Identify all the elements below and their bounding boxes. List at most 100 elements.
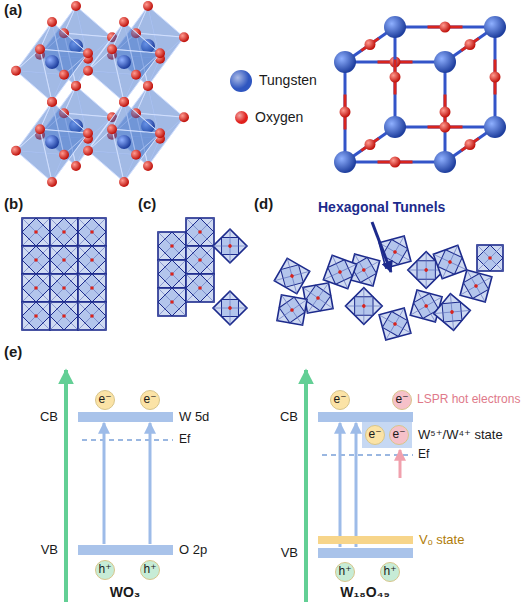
octahedron-cell <box>22 218 50 246</box>
charge-symbol: e⁻ <box>143 393 156 406</box>
oxygen-atom <box>71 81 81 91</box>
octahedron-cell <box>186 246 214 274</box>
octahedra-grid <box>22 218 106 330</box>
oxygen-atom <box>11 66 21 76</box>
tungsten-atom <box>45 135 59 149</box>
octahedron-face <box>64 6 112 37</box>
oxygen-atom <box>83 66 93 76</box>
oxygen-atom <box>107 44 117 54</box>
octahedron-face <box>112 102 160 133</box>
tungsten-atom <box>484 116 506 138</box>
lattice-bond <box>361 38 379 50</box>
octahedron-cell <box>433 245 466 278</box>
oxygen-atom <box>155 48 165 58</box>
oxygen-atom <box>119 177 129 187</box>
octahedra-model <box>11 1 189 187</box>
charge-symbol: e⁻ <box>395 393 408 406</box>
panel-label: (c) <box>138 196 156 213</box>
energy-axis <box>304 370 308 602</box>
excitation-arrow <box>339 423 342 547</box>
legend-swatch <box>235 111 248 124</box>
tungsten-atom <box>45 55 59 69</box>
charge-symbol: h⁺ <box>383 565 396 578</box>
tungsten-atom <box>434 151 456 173</box>
tungsten-atom <box>384 16 406 38</box>
charge-symbol: h⁺ <box>338 565 351 578</box>
charge-symbol: e⁻ <box>392 428 405 441</box>
tungsten-atom <box>117 135 131 149</box>
lattice-bond <box>461 38 479 50</box>
band-label: W⁵⁺/W⁴⁺ state <box>418 428 503 442</box>
oxygen-atom <box>465 139 476 150</box>
oxygen-atom <box>390 157 401 168</box>
octahedron-face <box>16 49 52 102</box>
octahedron-cell <box>78 302 106 330</box>
octahedron-cell <box>277 295 307 325</box>
band-label: VB <box>41 543 58 557</box>
octahedron-face <box>136 6 184 37</box>
conduction-band: CBW 5d <box>78 412 173 422</box>
fermi-label: Ef <box>418 448 429 461</box>
octahedron-cell <box>50 274 78 302</box>
oxygen-atom <box>47 97 57 107</box>
tungsten-atom <box>334 151 356 173</box>
band-label: VB <box>281 546 298 560</box>
electron: e⁻ <box>95 390 115 410</box>
oxygen-atom <box>131 150 141 160</box>
octahedron-face <box>88 129 124 182</box>
oxygen-atom <box>71 161 81 171</box>
oxygen-atom <box>440 122 451 133</box>
annotation: LSPR hot electrons <box>417 393 520 406</box>
oxygen-atom <box>119 97 129 107</box>
tungsten-atom <box>117 55 131 69</box>
band-label: W 5d <box>179 410 209 424</box>
octahedron-cell <box>78 274 106 302</box>
legend-item: Oxygen <box>235 110 303 125</box>
octahedron-cell <box>213 291 247 325</box>
hole: h⁺ <box>140 560 160 580</box>
oxygen-atom <box>59 150 69 160</box>
oxygen-atom <box>143 81 153 91</box>
octahedron-cell <box>50 302 78 330</box>
oxygen-atom <box>11 146 21 156</box>
octahedron-cell <box>22 302 50 330</box>
octahedron-cell <box>158 260 186 288</box>
oxygen-atom <box>390 72 401 83</box>
lattice-bond <box>361 138 379 150</box>
oxygen-atom <box>59 70 69 80</box>
valence-band: VBO 2p <box>78 545 173 555</box>
charge-symbol: e⁻ <box>333 393 346 406</box>
electron: e⁻ <box>365 425 385 445</box>
oxygen-atom <box>143 1 153 11</box>
oxygen-atom <box>143 161 153 171</box>
tungsten-atom <box>484 16 506 38</box>
oxygen-atom <box>365 39 376 50</box>
octahedron-cell <box>50 218 78 246</box>
pointer-arrow <box>372 222 391 272</box>
octahedron-cell <box>379 308 411 340</box>
octahedra-ring <box>274 236 503 340</box>
octahedra-grid <box>158 218 247 325</box>
excitation-arrow <box>399 450 402 478</box>
energy-axis <box>64 370 68 602</box>
octahedron-cell <box>345 288 382 325</box>
band-label: O 2p <box>179 543 207 557</box>
octahedron-cell <box>186 218 214 246</box>
hole: h⁺ <box>335 562 355 582</box>
hole: h⁺ <box>95 560 115 580</box>
panel-label: (b) <box>4 196 23 213</box>
oxygen-atom <box>47 177 57 187</box>
octahedron-face <box>112 22 160 53</box>
oxygen-atom <box>83 146 93 156</box>
oxygen-atom <box>83 48 93 58</box>
hot-electron: e⁻ <box>392 390 412 410</box>
vacancy-state: Vₒ state <box>318 536 413 544</box>
excitation-arrow <box>355 423 358 547</box>
octahedron-cell <box>186 274 214 302</box>
oxygen-atom <box>143 81 153 91</box>
oxygen-atom <box>35 124 45 134</box>
